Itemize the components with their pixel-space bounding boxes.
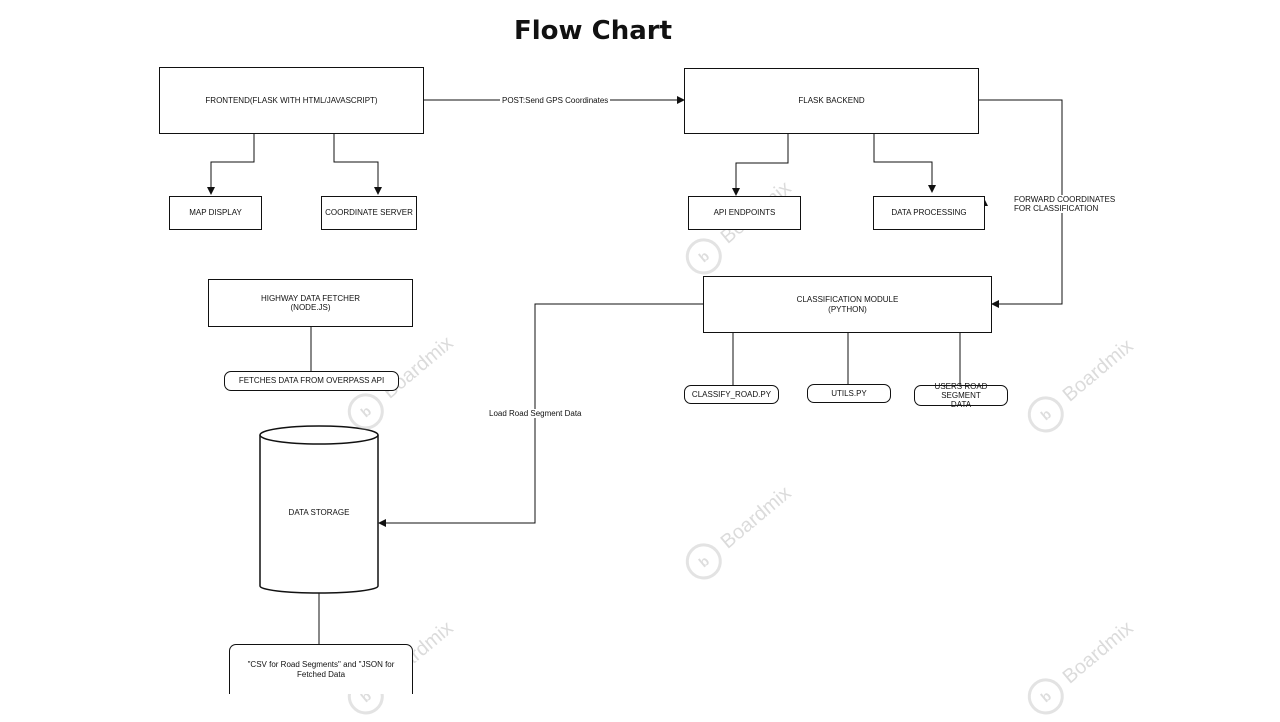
node-classify-road: CLASSIFY_ROAD.PY (684, 385, 779, 404)
page-title: Flow Chart (514, 16, 672, 46)
node-fetches-data: FETCHES DATA FROM OVERPASS API (224, 371, 399, 391)
node-data-processing: DATA PROCESSING (873, 196, 985, 230)
node-utils: UTILS.PY (807, 384, 891, 403)
edge-label-load-road-segment: Load Road Segment Data (489, 409, 582, 419)
node-csv-json: "CSV for Road Segments" and "JSON for Fe… (229, 644, 413, 694)
node-highway-data-fetcher: HIGHWAY DATA FETCHER (NODE.JS) (208, 279, 413, 327)
node-map-display: MAP DISPLAY (169, 196, 262, 230)
node-flask-backend: FLASK BACKEND (684, 68, 979, 134)
edge-backend-dataproc (873, 133, 936, 193)
edge-backend-api (732, 133, 789, 196)
edge-label-post-gps: POST:Send GPS Coordinates (500, 96, 611, 106)
node-data-storage-label: DATA STORAGE (288, 508, 350, 517)
edge-label-forward-coordinates: FORWARD COORDINATES FOR CLASSIFICATION (1014, 195, 1116, 214)
node-coordinate-server: COORDINATE SERVER (321, 196, 417, 230)
node-users-road-segment-data: USERS ROAD SEGMENT DATA (914, 382, 1008, 409)
node-api-endpoints: API ENDPOINTS (688, 196, 801, 230)
node-frontend: FRONTEND(FLASK WITH HTML/JAVASCRIPT) (159, 67, 424, 134)
edge-frontend-map (207, 133, 255, 195)
edge-frontend-coord (333, 133, 382, 195)
node-classification-module: CLASSIFICATION MODULE (PYTHON) (703, 276, 992, 333)
data-storage-cylinder (259, 425, 379, 594)
